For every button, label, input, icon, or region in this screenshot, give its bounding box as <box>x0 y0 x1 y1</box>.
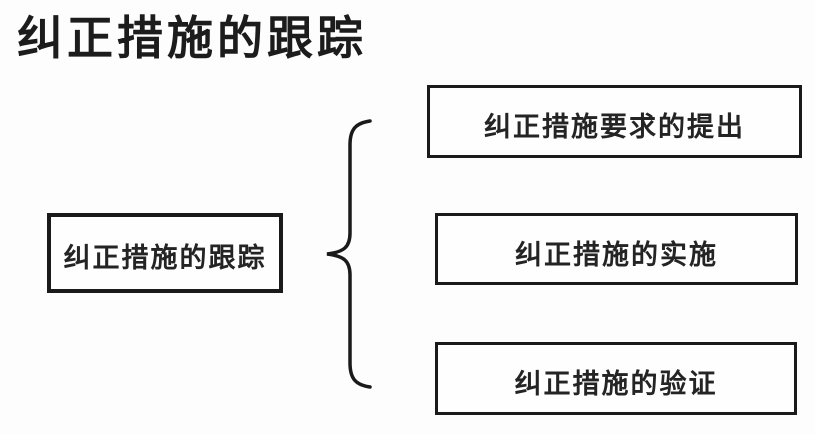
child-node-label: 纠正措施要求的提出 <box>484 112 745 142</box>
child-node-label: 纠正措施的实施 <box>515 239 718 270</box>
child-node-box-implementation: 纠正措施的实施 <box>435 213 798 285</box>
diagram-title: 纠正措施的跟踪 <box>17 13 367 64</box>
child-node-label: 纠正措施的验证 <box>514 369 718 399</box>
root-node-label: 纠正措施的跟踪 <box>63 242 267 273</box>
curly-brace-icon <box>326 119 372 389</box>
child-node-box-proposal: 纠正措施要求的提出 <box>427 85 802 158</box>
root-node-box: 纠正措施的跟踪 <box>47 213 283 293</box>
child-node-box-verification: 纠正措施的验证 <box>435 342 797 415</box>
